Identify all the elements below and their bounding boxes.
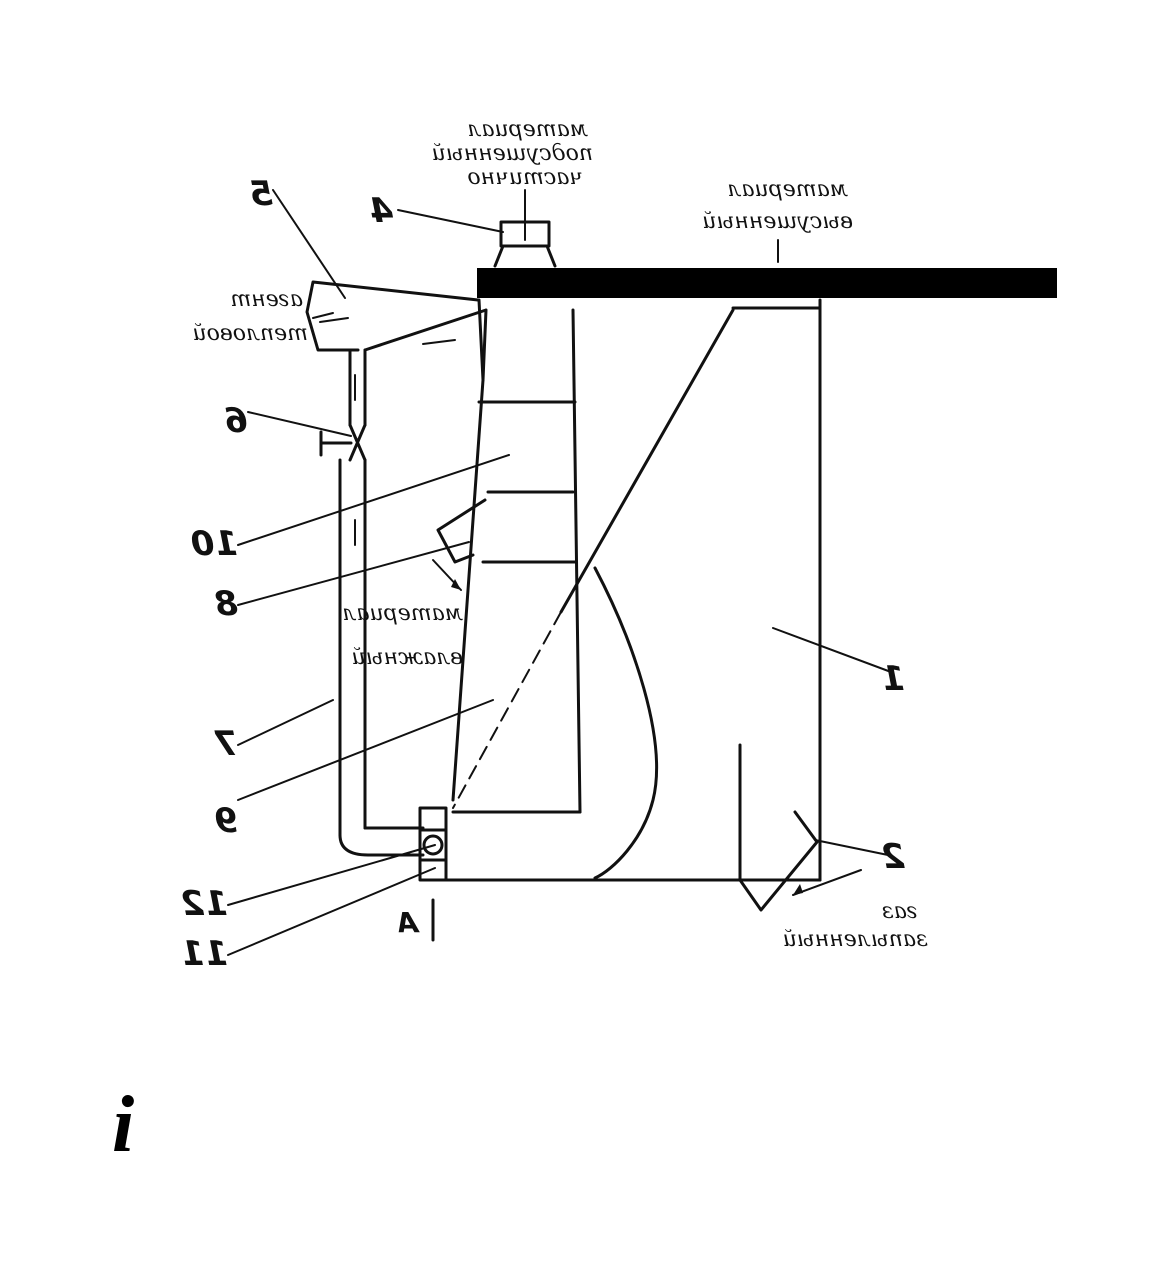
label-a: A: [396, 906, 420, 939]
annotation-texts: частично подсушенный материал высушенный…: [192, 117, 928, 952]
heat-agent-inlet: [307, 282, 486, 420]
text-wet-2: материал: [342, 601, 463, 626]
top-feeder: [495, 190, 555, 266]
text-dried-1: высушенный: [702, 209, 853, 234]
text-wet-1: влажный: [351, 645, 463, 670]
label-9: 9: [214, 801, 238, 841]
text-heat-1: тепловой: [192, 321, 308, 346]
corner-mark: i: [112, 1085, 134, 1165]
text-heat-2: агент: [230, 287, 303, 312]
label-5: 5: [249, 174, 273, 214]
label-10: 10: [191, 524, 238, 564]
text-gas-1: запыленный: [783, 927, 928, 952]
text-gas-2: газ: [882, 899, 918, 924]
label-1: 1: [881, 659, 905, 699]
leader-lines: [228, 190, 891, 955]
text-partly-dried-2: подсушенный: [432, 141, 593, 166]
label-2: 2: [881, 837, 905, 877]
label-8: 8: [214, 584, 238, 624]
label-7: 7: [214, 724, 238, 764]
text-partly-dried-3: материал: [467, 117, 588, 142]
label-11: 11: [181, 934, 228, 974]
top-slab: [477, 268, 1057, 298]
label-12: 12: [181, 884, 228, 924]
label-6: 6: [224, 401, 248, 441]
text-partly-dried-1: частично: [467, 165, 583, 190]
gas-inlet-branch: [740, 812, 817, 910]
label-4: 4: [369, 191, 394, 231]
text-dried-2: материал: [727, 177, 848, 202]
